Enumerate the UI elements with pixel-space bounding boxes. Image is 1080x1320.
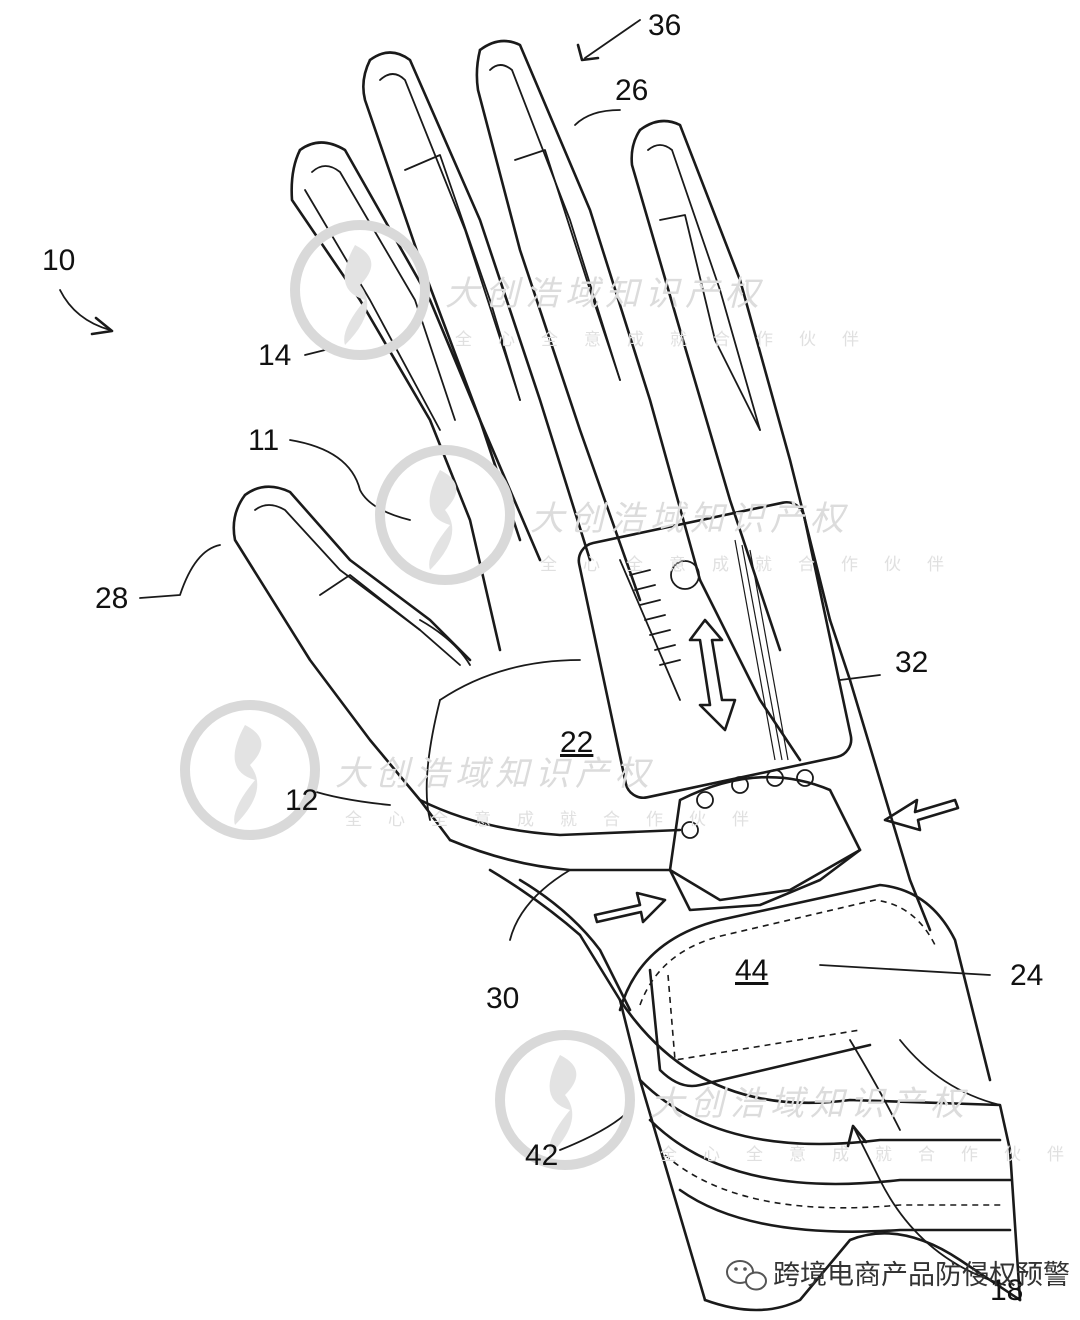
watermark-subtitle: 全心全意成就合作伙伴	[455, 330, 885, 350]
footer-text: 跨境电商产品防侵权预警	[773, 1260, 1070, 1291]
watermark-title: 大创浩域知识产权	[650, 1084, 970, 1124]
watermark-title: 大创浩域知识产权	[530, 499, 850, 539]
watermark-title: 大创浩域知识产权	[335, 754, 655, 794]
glove-outline	[232, 39, 932, 1082]
label-22: 22	[560, 726, 593, 759]
buckle-device	[593, 769, 960, 924]
label-44: 44	[735, 954, 768, 987]
footer: 跨境电商产品防侵权预警	[726, 1260, 1070, 1291]
label-42: 42	[525, 1139, 558, 1172]
label-10: 10	[42, 244, 75, 277]
watermark-1: 大创浩域知识产权 全心全意成就合作伙伴	[290, 220, 885, 360]
watermark-4: 大创浩域知识产权 全心全意成就合作伙伴	[495, 1030, 1080, 1170]
reference-numerals: 10 36 26 14 11 28 32 22 12 30 44 24 42 1…	[42, 9, 1043, 1307]
label-36: 36	[648, 9, 681, 42]
label-30: 30	[486, 982, 519, 1015]
label-24: 24	[1010, 959, 1043, 992]
label-14: 14	[258, 339, 291, 372]
label-11: 11	[248, 424, 279, 457]
watermark-2: 大创浩域知识产权 全心全意成就合作伙伴	[375, 445, 970, 585]
label-28: 28	[95, 582, 128, 615]
watermark-3: 大创浩域知识产权 全心全意成就合作伙伴	[180, 700, 775, 840]
watermark-title: 大创浩域知识产权	[445, 274, 765, 314]
label-26: 26	[615, 74, 648, 107]
wechat-icon	[726, 1260, 767, 1291]
label-18: 18	[990, 1274, 1023, 1307]
wrist-strap	[618, 883, 1022, 1312]
watermark-subtitle: 全心全意成就合作伙伴	[345, 810, 775, 830]
watermark-subtitle: 全心全意成就合作伙伴	[540, 555, 970, 575]
watermark-subtitle: 全心全意成就合作伙伴	[660, 1145, 1080, 1165]
label-12: 12	[285, 784, 318, 817]
leader-lines	[59, 19, 1006, 1286]
label-32: 32	[895, 646, 928, 679]
